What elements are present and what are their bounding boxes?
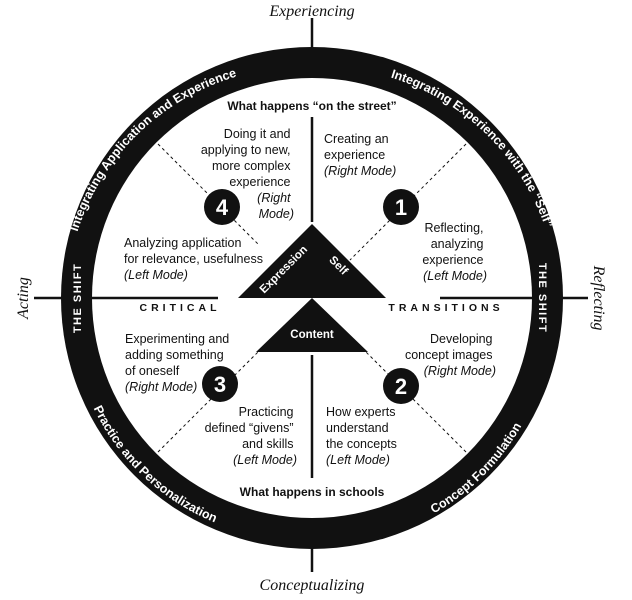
q2-upper-text: Developing concept images (Right Mode) bbox=[405, 332, 496, 378]
q1-lower-text: Reflecting, analyzing experience (Left M… bbox=[422, 221, 487, 283]
axis-label-left: Acting bbox=[15, 277, 32, 320]
q3-upper-text: Experimenting and adding something of on… bbox=[125, 332, 233, 394]
quadrant-1-number: 1 bbox=[395, 195, 407, 220]
shift-label-left: THE SHIFT bbox=[72, 263, 84, 333]
label-in-schools: What happens in schools bbox=[240, 485, 385, 499]
q4-lower-text: Analyzing application for relevance, use… bbox=[124, 236, 266, 282]
triangle-expression bbox=[238, 224, 312, 298]
axis-label-bottom: Conceptualizing bbox=[260, 577, 365, 594]
triangle-self bbox=[312, 224, 386, 298]
quadrant-3-number: 3 bbox=[214, 372, 226, 397]
quadrant-1-badge bbox=[383, 189, 419, 225]
diagonal-q3 bbox=[157, 347, 263, 453]
quadrant-3-badge bbox=[202, 366, 238, 402]
quadrant-4-badge bbox=[204, 189, 240, 225]
diagonal-q2 bbox=[361, 347, 467, 453]
q1-upper-text: Creating an experience (Right Mode) bbox=[324, 132, 396, 178]
triangle-content bbox=[256, 298, 368, 352]
shift-label-right: THE SHIFT bbox=[536, 263, 548, 333]
axis-label-top: Experiencing bbox=[268, 3, 354, 20]
axis-label-right: Reflecting bbox=[590, 265, 607, 331]
quadrant-2-number: 2 bbox=[395, 374, 407, 399]
q4-upper-text: Doing it and applying to new, more compl… bbox=[201, 127, 294, 221]
label-critical: CRITICAL bbox=[140, 302, 221, 314]
label-on-the-street: What happens “on the street” bbox=[227, 99, 396, 113]
quadrant-4-number: 4 bbox=[216, 195, 229, 220]
quadrant-2-badge bbox=[383, 368, 419, 404]
q3-lower-text: Practicing defined “givens” and skills (… bbox=[205, 405, 297, 467]
label-transitions: TRANSITIONS bbox=[388, 302, 503, 314]
triangle-content-label: Content bbox=[290, 329, 334, 341]
q2-lower-text: How experts understand the concepts (Lef… bbox=[326, 405, 400, 467]
